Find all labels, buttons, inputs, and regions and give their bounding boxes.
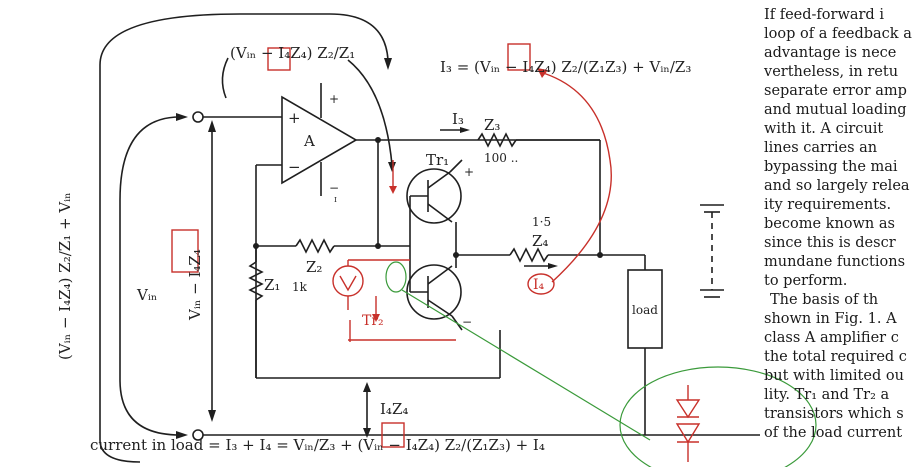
tr2-minus-label: −: [462, 315, 472, 329]
red-arrow-i4-to-eq: [539, 71, 612, 283]
tr2-collector: [427, 265, 453, 285]
vin-arrow-bottom: [176, 431, 188, 439]
z3-resistor: [477, 132, 517, 148]
z4-note: 1·5: [532, 215, 551, 229]
left-outer-lower: [99, 350, 141, 463]
text-line-18: class A amplifier c: [764, 330, 899, 346]
tr1-plus-label: +: [464, 165, 474, 179]
tr1-supply: [449, 159, 463, 173]
z4-resistor: [509, 247, 549, 263]
i3-equation: I₃ = (Vᵢₙ − I₄Z₄) Z₂/(Z₁Z₃) + Vᵢₙ/Z₃: [440, 58, 691, 76]
i3-arrow: [460, 127, 470, 133]
small-label: ᴵ: [334, 195, 337, 209]
text-line-4: vertheless, in retu: [763, 64, 898, 80]
i4z4-arrow-bottom: [363, 428, 371, 438]
top-expression-arrow: [221, 57, 229, 99]
top-expression: (Vᵢₙ − I₄Z₄) Z₂/Z₁: [230, 44, 355, 62]
green-leader-line: [401, 289, 651, 441]
tr1-emitter: [427, 203, 453, 223]
amp-minus-label: −: [288, 158, 301, 176]
text-line-20: but with limited ou: [764, 368, 904, 384]
text-line-11: ity requirements.: [764, 197, 891, 213]
junction-emitters: [453, 252, 459, 258]
text-line-13: since this is descr: [764, 235, 896, 251]
red-circle-i4: [527, 273, 555, 295]
red-box-bottom-eq: [381, 422, 405, 448]
amp-supply-plus: +: [329, 92, 339, 106]
article-text: If feed-forward i loop of a feedback a a…: [763, 7, 912, 441]
vin-left-label: Vᵢₙ: [136, 286, 157, 304]
tr2-emitter: [427, 299, 453, 317]
text-line-8: lines carries an: [764, 140, 877, 156]
text-line-15: to perform.: [764, 273, 847, 289]
junction-z4-right: [597, 252, 603, 258]
z4-label: Z₄: [532, 232, 548, 250]
text-line-17: shown in Fig. 1. A: [764, 311, 897, 327]
green-large-ellipse: [619, 366, 817, 467]
text-line-12: become known as: [764, 216, 895, 232]
inner-arrow-top: [208, 120, 216, 132]
load-label: load: [632, 303, 658, 317]
text-line-6: and mutual loading: [764, 102, 907, 118]
z3-note: 100 ..: [484, 151, 518, 165]
z2-resistor: [295, 238, 335, 254]
z1-label: Z₁: [264, 276, 280, 294]
red-source-arrow: [339, 275, 357, 292]
input-terminal-top: [192, 111, 204, 123]
i3-label: I₃: [452, 110, 464, 128]
tr2-label: Tr₂: [362, 313, 384, 329]
inner-arrow-bottom: [208, 410, 216, 422]
text-line-19: the total required c: [764, 349, 907, 365]
arrow-head-top: [384, 58, 392, 70]
red-box-left-mid: [171, 229, 199, 273]
red-box-i3-eq: [507, 43, 531, 71]
amp-plus-label: +: [288, 109, 301, 127]
text-line-14: mundane functions: [764, 254, 905, 270]
left-expression: (Vᵢₙ − I₄Z₄) Z₂/Z₁ + Vᵢₙ: [56, 192, 74, 360]
i4-label: I₄: [533, 277, 545, 293]
red-box-top-expr: [267, 47, 291, 71]
diode-2: [675, 423, 701, 444]
text-line-16: The basis of th: [770, 292, 878, 308]
diode-1: [675, 399, 701, 419]
text-line-21: lity. Tr₁ and Tr₂ a: [764, 387, 890, 403]
top-feedback-arc: [99, 13, 389, 66]
z1-resistor: [248, 261, 264, 301]
text-line-3: advantage is nece: [764, 45, 896, 61]
top-right-arrow: [347, 59, 393, 166]
tr2-transistor: [406, 264, 462, 320]
text-line-1: If feed-forward i: [764, 7, 884, 23]
tr1-label: Tr₁: [426, 151, 449, 169]
i4z4-label: I₄Z₄: [380, 400, 408, 418]
text-line-23: of the load current: [764, 425, 902, 441]
amp-label: A: [303, 132, 315, 150]
i4-arrow: [548, 263, 558, 269]
red-current-source: [332, 265, 364, 297]
text-line-9: bypassing the mai: [764, 159, 898, 175]
vin-arc: [119, 116, 181, 436]
text-line-5: separate error amp: [764, 83, 907, 99]
tr1-collector: [427, 171, 451, 189]
bottom-equation: current in load = I₃ + I₄ = Vᵢₙ/Z₃ + (Vᵢ…: [90, 436, 545, 454]
red-arrow-down-2-head: [372, 314, 380, 322]
vin-mid-label: Vᵢₙ − I₄Z₄: [186, 249, 204, 321]
green-small-ellipse: [385, 261, 407, 293]
z2-label: Z₂: [306, 258, 322, 276]
red-arrowhead: [537, 68, 548, 78]
text-line-10: and so largely relea: [764, 178, 910, 194]
arrow-head-into-output: [388, 162, 396, 172]
text-line-2: loop of a feedback a: [764, 26, 912, 42]
red-arrow-down-1-head: [389, 186, 397, 194]
amp-supply-minus: −: [329, 181, 339, 195]
text-line-22: transistors which s: [764, 406, 904, 422]
tr1-transistor: [406, 168, 462, 224]
text-line-7: with it. A circuit: [764, 121, 883, 137]
z3-label: Z₃: [484, 116, 500, 134]
i4z4-arrow-top: [363, 382, 371, 392]
z1-note: 1k: [292, 280, 308, 294]
op-amp-triangle: [281, 95, 358, 185]
vin-arrow-top: [176, 113, 188, 121]
